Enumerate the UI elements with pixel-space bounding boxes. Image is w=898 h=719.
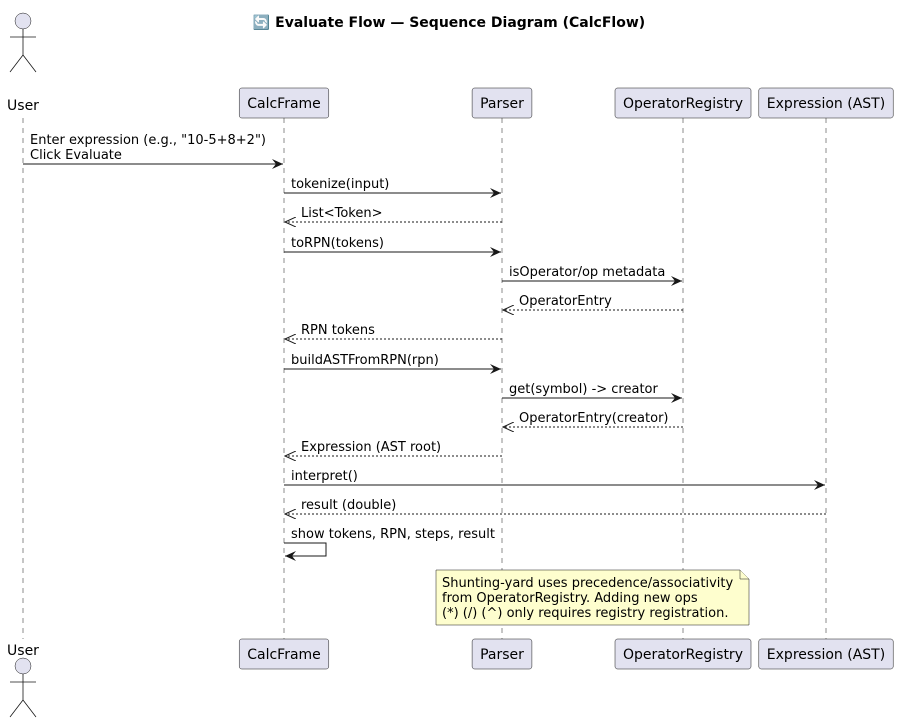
message: get(symbol) -> creator [502,382,682,403]
participant-label: OperatorRegistry [623,647,743,663]
message-label: tokenize(input) [291,177,389,192]
participants-top: User CalcFrame Parser OperatorRegistry Expre… [7,12,894,119]
participant-rect [471,87,533,119]
note-box: Shunting-yard uses precedence/associativ… [435,569,750,626]
participant-box-top: Expression (AST) [758,87,894,119]
message-label: result (double) [301,498,396,513]
message: OperatorEntry(creator) [503,411,683,427]
note-fold [739,570,749,580]
participant-rect [238,87,330,119]
message: OperatorEntry [503,294,683,310]
participant-rect [758,87,894,119]
lifelines [22,118,827,639]
message: toRPN(tokens) [284,236,501,257]
participant-box-top: OperatorRegistry [614,87,752,119]
participant-rect [758,638,894,670]
message: List<Token> [285,206,502,222]
participant-label: Expression (AST) [767,96,885,112]
note-line: (*) (/) (^) only requires registry regis… [442,606,728,621]
note: Shunting-yard uses precedence/associativ… [435,569,750,626]
actor-bottom: User [7,643,39,718]
message: isOperator/op metadata [502,265,682,286]
message-label: get(symbol) -> creator [509,382,659,397]
participant-label: CalcFrame [247,647,321,663]
actor-head [14,12,32,30]
message-label: Enter expression (e.g., "10-5+8+2") [30,133,266,148]
participant-box-bottom: Expression (AST) [758,638,894,670]
participant-box-top: Parser [471,87,533,119]
message-label: OperatorEntry(creator) [519,411,669,426]
message-label: Expression (AST root) [301,440,441,455]
diagram-title: 🔄 Evaluate Flow — Sequence Diagram (Calc… [253,14,645,31]
participant-rect [614,87,752,119]
message-label: toRPN(tokens) [291,236,384,251]
participant-rect [614,638,752,670]
participant-box-bottom: Parser [471,638,533,670]
note-line: Shunting-yard uses precedence/associativ… [442,576,733,591]
participant-box-bottom: CalcFrame [238,638,330,670]
note-line: from OperatorRegistry. Adding new ops [442,591,698,606]
actor-body [9,674,37,718]
participant-label: Parser [480,96,524,112]
participant-rect [471,638,533,670]
actor-top: User [7,12,39,114]
message-label: RPN tokens [301,323,375,338]
actor-head [14,657,32,675]
message-label: show tokens, RPN, steps, result [291,527,495,542]
actor-label: User [7,643,39,659]
note-rect [435,569,750,626]
participant-rect [238,638,330,670]
participant-label: CalcFrame [247,96,321,112]
participant-label: OperatorRegistry [623,96,743,112]
message: interpret() [284,469,825,490]
message-label: Click Evaluate [30,148,122,163]
message: Enter expression (e.g., "10-5+8+2")Click… [23,133,283,169]
message-label: OperatorEntry [519,294,612,309]
actor-label: User [7,98,39,114]
message: tokenize(input) [284,177,501,198]
actor-body [9,29,37,73]
messages: Enter expression (e.g., "10-5+8+2")Click… [23,133,826,561]
participant-label: Parser [480,647,524,663]
participant-label: Expression (AST) [767,647,885,663]
message: Expression (AST root) [285,440,502,456]
message-label: interpret() [291,469,358,484]
message: show tokens, RPN, steps, result [284,527,495,561]
message-label: isOperator/op metadata [509,265,665,280]
message-arrow [284,542,327,561]
participants-bottom: User CalcFrame Parser OperatorRegistry Expre… [7,638,894,718]
message-label: List<Token> [301,206,383,221]
participant-box-top: CalcFrame [238,87,330,119]
participant-box-bottom: OperatorRegistry [614,638,752,670]
message-label: buildASTFromRPN(rpn) [291,353,439,368]
message: buildASTFromRPN(rpn) [284,353,501,374]
message: RPN tokens [285,323,502,339]
message: result (double) [285,498,826,514]
